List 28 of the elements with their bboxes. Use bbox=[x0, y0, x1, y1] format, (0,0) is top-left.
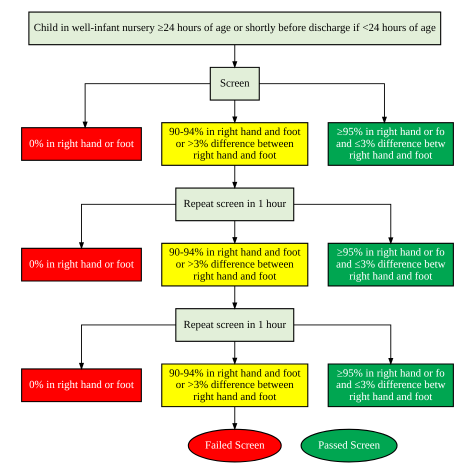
arrow bbox=[232, 165, 237, 190]
arrow bbox=[292, 324, 393, 366]
node-box: 90-94% in right hand and foot or >3% difference between right hand and foot bbox=[160, 242, 308, 287]
node-box: ≥95% in right hand or fo and ≤3% difference betw right hand and foot bbox=[327, 242, 454, 287]
node-box: Repeat screen in 1 hour bbox=[174, 187, 294, 222]
node-box: 90-94% in right hand and foot or >3% difference between right hand and foot bbox=[160, 122, 308, 166]
arrow bbox=[232, 220, 237, 244]
node-box: 0% in right hand or foot bbox=[20, 127, 142, 161]
arrow bbox=[232, 406, 237, 430]
node-ellipse: Failed Screen bbox=[187, 428, 282, 462]
arrow bbox=[78, 324, 176, 370]
arrow bbox=[232, 286, 237, 310]
arrow bbox=[82, 83, 210, 129]
node-box: Screen bbox=[209, 66, 260, 101]
node-box: ≥95% in right hand or fo and ≤3% difference betw right hand and foot bbox=[327, 363, 454, 408]
arrow bbox=[232, 44, 237, 68]
node-box: 90-94% in right hand and foot or >3% difference between right hand and foot bbox=[160, 363, 308, 408]
node-box: ≥95% in right hand or fo and ≤3% difference betw right hand and foot bbox=[327, 122, 454, 166]
arrow bbox=[78, 204, 176, 250]
node-box: Repeat screen in 1 hour bbox=[174, 308, 294, 342]
arrow bbox=[232, 100, 237, 124]
node-box: Child in well-infant nursery ≥24 hours of age or shortly before discharge if <24 hours of age bbox=[28, 12, 441, 46]
node-box: 0% in right hand or foot bbox=[20, 368, 142, 402]
node-ellipse: Passed Screen bbox=[300, 428, 398, 462]
node-box: 0% in right hand or foot bbox=[20, 248, 142, 282]
arrow bbox=[232, 341, 237, 365]
arrow bbox=[258, 83, 386, 124]
arrow bbox=[292, 204, 393, 245]
